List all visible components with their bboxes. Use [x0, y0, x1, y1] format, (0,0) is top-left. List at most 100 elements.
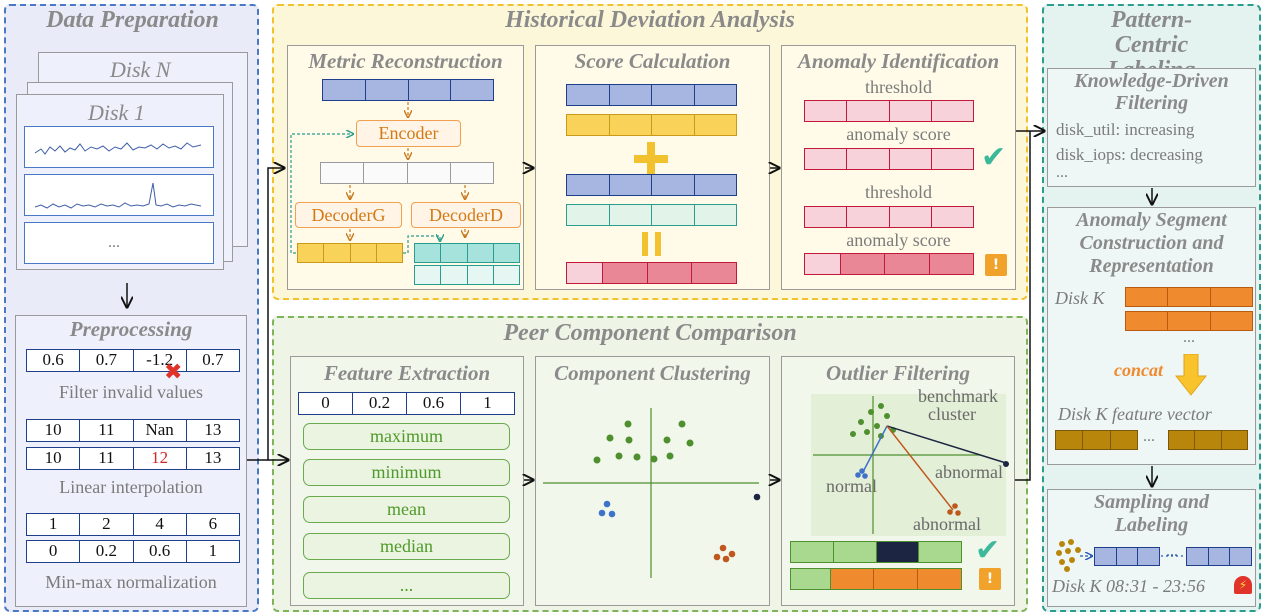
vector-cell-abnormal	[830, 569, 875, 589]
knowledge-filtering-title-1: Knowledge-Driven	[1074, 70, 1229, 92]
component-clustering-box	[535, 356, 770, 606]
feature-vector-part-2	[1168, 430, 1248, 450]
clustering-scatter	[543, 408, 761, 578]
interp-cell: 11	[80, 420, 134, 441]
vector-cell	[805, 101, 848, 121]
threshold-vector-1	[804, 100, 974, 122]
interp-cell-filled: 12	[134, 448, 187, 469]
vector-cell	[1195, 431, 1222, 449]
norm-cell: 0.2	[80, 541, 134, 562]
vector-cell	[610, 115, 652, 135]
equals-bar-left	[642, 232, 648, 256]
arrow-outlier-to-labeling	[1015, 131, 1031, 481]
waveform-2	[34, 182, 202, 209]
benchmark-point	[868, 409, 874, 415]
interp-cell: 13	[204, 448, 222, 467]
sampled-ellipsis: ...	[1166, 543, 1178, 560]
score-cell-high	[692, 263, 737, 283]
vector-cell	[890, 149, 932, 169]
feature-input-row: 0 0.2 0.6 1	[298, 392, 515, 415]
score-input-blue	[566, 84, 737, 106]
invalid-cross-icon: ✖	[164, 360, 183, 385]
vector-cell	[366, 80, 409, 100]
preprocessing-title: Preprocessing	[69, 317, 193, 341]
cluster-point	[713, 553, 721, 561]
abnormal-point	[947, 509, 953, 515]
benchmark-point	[850, 431, 856, 437]
knowledge-filtering-box	[1047, 68, 1256, 187]
vector-cell-abnormal	[874, 569, 919, 589]
filter-cell: 0.6	[27, 350, 81, 371]
decoder-d-output-2	[414, 265, 520, 285]
disk-n-label: Disk N	[110, 57, 171, 82]
vector-cell	[1095, 548, 1117, 565]
vector-cell	[610, 175, 652, 195]
vector-cell	[1187, 548, 1209, 565]
threshold-label-1: threshold	[865, 77, 932, 97]
abnormal-point	[952, 503, 958, 509]
interp-cell: 11	[80, 448, 134, 469]
vector-cell	[652, 175, 695, 195]
norm-cell: 0	[27, 541, 81, 562]
sampled-vector-1	[1094, 547, 1160, 566]
decoder-g-block: DecoderG	[295, 202, 402, 228]
vector-cell	[415, 244, 442, 262]
anomaly-score-vector-1	[804, 148, 974, 170]
interp-cell: 10	[27, 420, 81, 441]
score-cell-high	[885, 254, 930, 274]
threshold-label-2: threshold	[865, 182, 932, 202]
vector-cell	[1126, 288, 1169, 306]
cluster-point	[650, 455, 658, 463]
filter-cell: -1.2	[134, 350, 187, 371]
segment-title-3: Representation	[1089, 255, 1214, 277]
norm-row-2: 0 0.2 0.6 1	[26, 540, 240, 563]
vector-cell	[1168, 288, 1211, 306]
cluster-point	[663, 436, 671, 444]
vector-cell	[847, 207, 890, 227]
vector-cell	[324, 244, 351, 262]
feature-minimum: minimum	[303, 459, 510, 486]
abnormal-warning-icon: !	[979, 568, 1001, 590]
vector-cell	[847, 101, 890, 121]
vector-cell	[791, 569, 831, 589]
vector-cell	[409, 80, 452, 100]
disk-k-label: Disk K	[1055, 288, 1105, 308]
timeseries-plot-2	[24, 174, 214, 216]
vector-cell	[1117, 548, 1139, 565]
vector-cell	[1209, 548, 1231, 565]
alarm-icon: ⚡	[1234, 576, 1252, 594]
cluster-point	[603, 500, 611, 508]
vector-cell	[890, 207, 932, 227]
filter-row: 0.6 0.7 -1.2 0.7	[26, 349, 240, 372]
vector-cell	[408, 163, 451, 183]
vector-cell	[1168, 312, 1211, 330]
score-calculation-title: Score Calculation	[574, 49, 731, 73]
sampling-title-1: Sampling and	[1093, 491, 1210, 513]
rule-disk-util: disk_util: increasing	[1056, 120, 1195, 139]
outlier-filtering-title: Outlier Filtering	[825, 361, 971, 385]
vector-cell	[610, 205, 652, 225]
vector-cell	[1126, 312, 1169, 330]
arrow-output-feedback	[403, 236, 440, 254]
feature-mean: mean	[303, 496, 510, 523]
label-range: Disk K 08:31 - 23:56	[1052, 576, 1205, 596]
anomaly-warning-icon: !	[985, 254, 1007, 276]
cluster-point	[633, 453, 641, 461]
interp-cell: Nan	[134, 420, 187, 441]
component-clustering-title: Component Clustering	[554, 361, 751, 385]
normal-point	[859, 468, 865, 474]
norm-cell: 4	[134, 514, 187, 535]
vector-cell-abnormal	[918, 569, 962, 589]
vector-cell	[321, 163, 365, 183]
feature-cell: 0.6	[407, 393, 461, 414]
score-cell-high	[647, 263, 693, 283]
vector-cell	[1169, 431, 1196, 449]
normal-points	[598, 500, 616, 518]
norm-row-1: 1 2 4 6	[26, 513, 240, 536]
vector-cell	[298, 244, 325, 262]
score-output	[566, 262, 737, 284]
vector-cell	[468, 244, 494, 262]
segment-ellipsis: ...	[1183, 329, 1195, 346]
benchmark-point	[874, 423, 880, 429]
